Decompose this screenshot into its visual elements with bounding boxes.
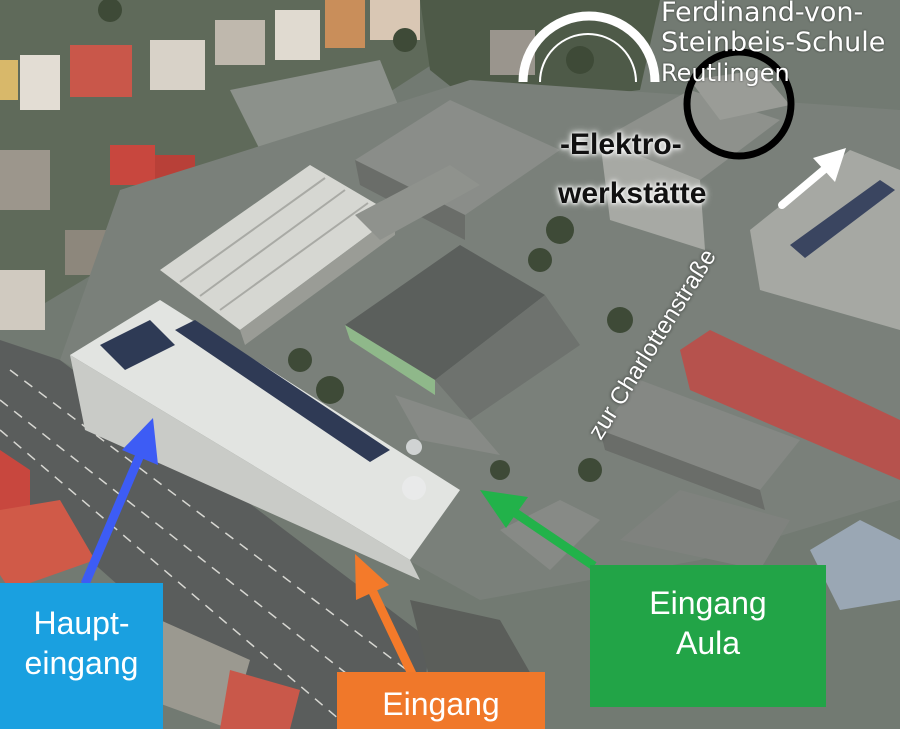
- highlight-ring: [683, 48, 795, 160]
- right-buildings: [500, 150, 900, 610]
- bottom-left-houses: [0, 450, 540, 729]
- logo-arc-inner: [539, 33, 637, 83]
- aula-entrance-label: Eingang Aula: [590, 565, 826, 707]
- logo-arc: [518, 11, 660, 83]
- workshop-label-line-2: werkstätte: [558, 177, 707, 210]
- workshop-label-line-1: -Elektro-: [560, 128, 682, 161]
- school-name-line-2: Steinbeis-Schule: [661, 27, 886, 58]
- street-arrow: [778, 148, 846, 209]
- aula-entrance-arrow: [480, 490, 597, 570]
- aula-entrance-line-1: Eingang: [649, 585, 767, 621]
- main-building: [70, 300, 460, 580]
- electro-workshop-building: [600, 70, 790, 250]
- main-entrance-label: Haupt- eingang: [0, 583, 163, 729]
- side-entrance-line-1: Eingang: [382, 686, 500, 722]
- aula-entrance-line-2: Aula: [675, 625, 741, 661]
- school-name-line-1: Ferdinand-von-: [661, 0, 864, 28]
- road-markings: [0, 369, 421, 721]
- houses: [0, 0, 535, 330]
- main-entrance-line-2: eingang: [24, 645, 139, 681]
- trees: [98, 0, 633, 482]
- side-entrance-label: Eingang: [337, 672, 545, 729]
- central-buildings: [345, 100, 580, 455]
- main-entrance-line-1: Haupt-: [33, 605, 130, 641]
- school-name-line-3: Reutlingen: [661, 59, 790, 87]
- parking-area: [230, 60, 400, 150]
- workshop-halls: [160, 165, 395, 345]
- side-entrance-arrow: [355, 554, 417, 676]
- main-entrance-arrow: [80, 418, 158, 586]
